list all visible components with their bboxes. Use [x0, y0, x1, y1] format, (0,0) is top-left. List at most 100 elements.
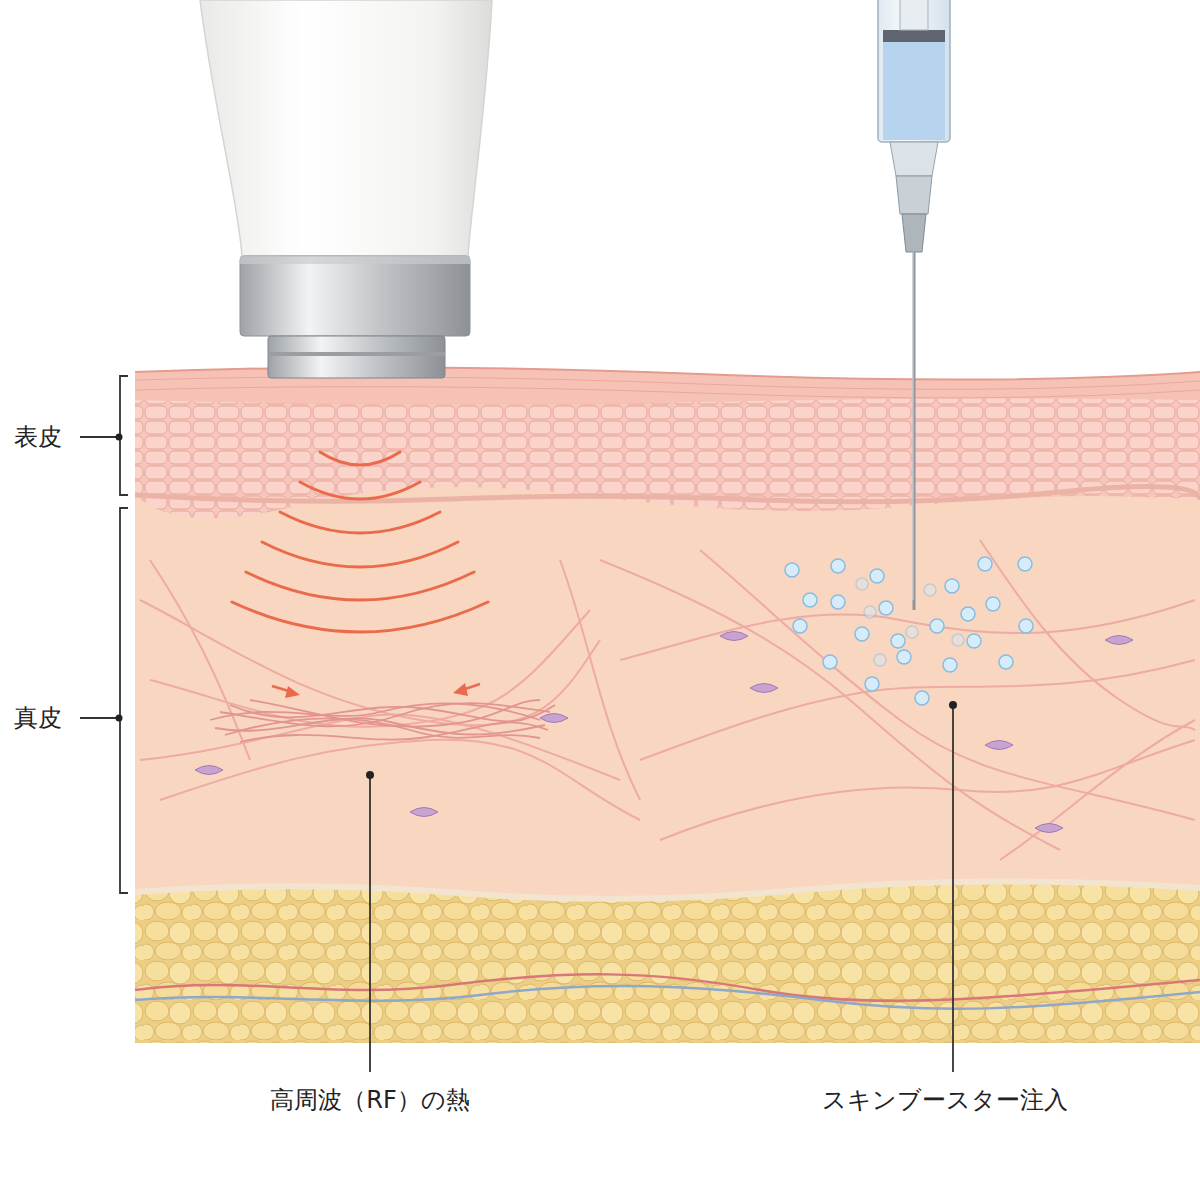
- leader-line: [80, 717, 118, 719]
- leader-line: [80, 436, 118, 438]
- layer-brackets: [80, 376, 953, 1072]
- callout-label: スキンブースター注入: [822, 1084, 1068, 1116]
- skin-block: [135, 367, 1200, 1043]
- droplet: [906, 626, 918, 638]
- layer-label: 真皮: [14, 702, 62, 734]
- droplet: [864, 606, 876, 618]
- handpiece-collar: [240, 256, 470, 336]
- syringe-liquid: [883, 40, 945, 140]
- rf-wave: [246, 572, 474, 600]
- droplet: [831, 595, 845, 609]
- leader-line: [952, 705, 954, 1072]
- collagen-fiber: [560, 560, 640, 800]
- contraction-arrows: [272, 683, 480, 698]
- fibroblast: [720, 632, 748, 641]
- plunger-rod: [900, 0, 928, 30]
- droplet: [952, 634, 964, 646]
- collar-rim: [240, 256, 470, 264]
- contracted-collagen: [210, 700, 555, 742]
- leader-dot: [116, 434, 123, 441]
- droplet: [967, 634, 981, 648]
- droplet: [831, 559, 845, 573]
- booster-droplets: [785, 557, 1033, 705]
- droplet: [870, 569, 884, 583]
- needle-hub: [896, 176, 932, 214]
- rf-handpiece: [200, 0, 492, 378]
- handpiece-body: [200, 0, 492, 256]
- collagen-fiber: [160, 740, 640, 820]
- epidermis: [135, 367, 1200, 518]
- callout-label: 高周波（RF）の熱: [270, 1084, 469, 1116]
- basement-membrane: [135, 487, 1200, 502]
- rf-wave: [320, 452, 400, 465]
- droplet: [924, 584, 936, 596]
- droplet: [897, 650, 911, 664]
- fibroblasts: [195, 632, 1133, 833]
- needle: [913, 252, 916, 610]
- collagen-fiber: [1000, 720, 1195, 860]
- collagen-fiber: [150, 610, 590, 727]
- plunger-stopper: [883, 30, 945, 42]
- rf-wave: [232, 602, 488, 632]
- droplet: [803, 593, 817, 607]
- droplet: [891, 634, 905, 648]
- collagen-fiber: [640, 660, 1195, 760]
- arrow-head: [453, 683, 468, 696]
- droplet: [879, 601, 893, 615]
- droplet: [961, 607, 975, 621]
- leader-dot: [949, 701, 957, 709]
- syringe-barrel: [878, 0, 950, 142]
- tip-groove: [268, 352, 445, 356]
- dermis-fat-boundary: [135, 881, 1200, 898]
- collagen-fiber: [700, 550, 1195, 820]
- droplet: [1018, 557, 1032, 571]
- fibroblast: [1035, 824, 1063, 833]
- leader-dot: [116, 715, 123, 722]
- droplet: [1019, 619, 1033, 633]
- rf-waves: [232, 452, 488, 632]
- fibroblast: [540, 714, 568, 723]
- subcutaneous-fat: [135, 881, 1200, 1043]
- fibroblast: [410, 808, 438, 817]
- rf-wave: [262, 542, 458, 567]
- collagen-fiber: [660, 740, 1195, 840]
- rf-wave: [300, 482, 420, 499]
- fibroblast: [195, 766, 223, 775]
- needle-hub: [902, 214, 926, 252]
- corneum-line: [135, 387, 1200, 398]
- droplet: [943, 658, 957, 672]
- leader-dot: [366, 771, 374, 779]
- fibroblast: [750, 684, 778, 693]
- droplet: [915, 691, 929, 705]
- fibroblast: [1105, 636, 1133, 645]
- droplet: [785, 563, 799, 577]
- droplet: [793, 619, 807, 633]
- leader-dots: [116, 434, 958, 780]
- vein: [135, 986, 1200, 1009]
- collagen-fiber: [210, 703, 540, 720]
- syringe: [878, 0, 950, 610]
- droplet: [978, 557, 992, 571]
- droplet: [999, 655, 1013, 669]
- needle-highlight: [913, 252, 914, 600]
- dermis-bracket: [120, 508, 128, 893]
- collagen-fiber: [980, 540, 1195, 730]
- droplet: [986, 597, 1000, 611]
- electrode-tip: [268, 336, 445, 378]
- droplet: [874, 654, 886, 666]
- collagen-fiber: [230, 705, 555, 721]
- collagen-fiber: [250, 700, 540, 727]
- droplet: [823, 655, 837, 669]
- dermis: [135, 470, 1200, 900]
- leader-line: [369, 775, 371, 1072]
- droplet: [865, 677, 879, 691]
- syringe-tip: [890, 142, 938, 176]
- droplet: [856, 578, 868, 590]
- droplet: [945, 579, 959, 593]
- fibroblast: [985, 741, 1013, 750]
- droplet: [930, 619, 944, 633]
- collagen-fibers: [140, 540, 1195, 860]
